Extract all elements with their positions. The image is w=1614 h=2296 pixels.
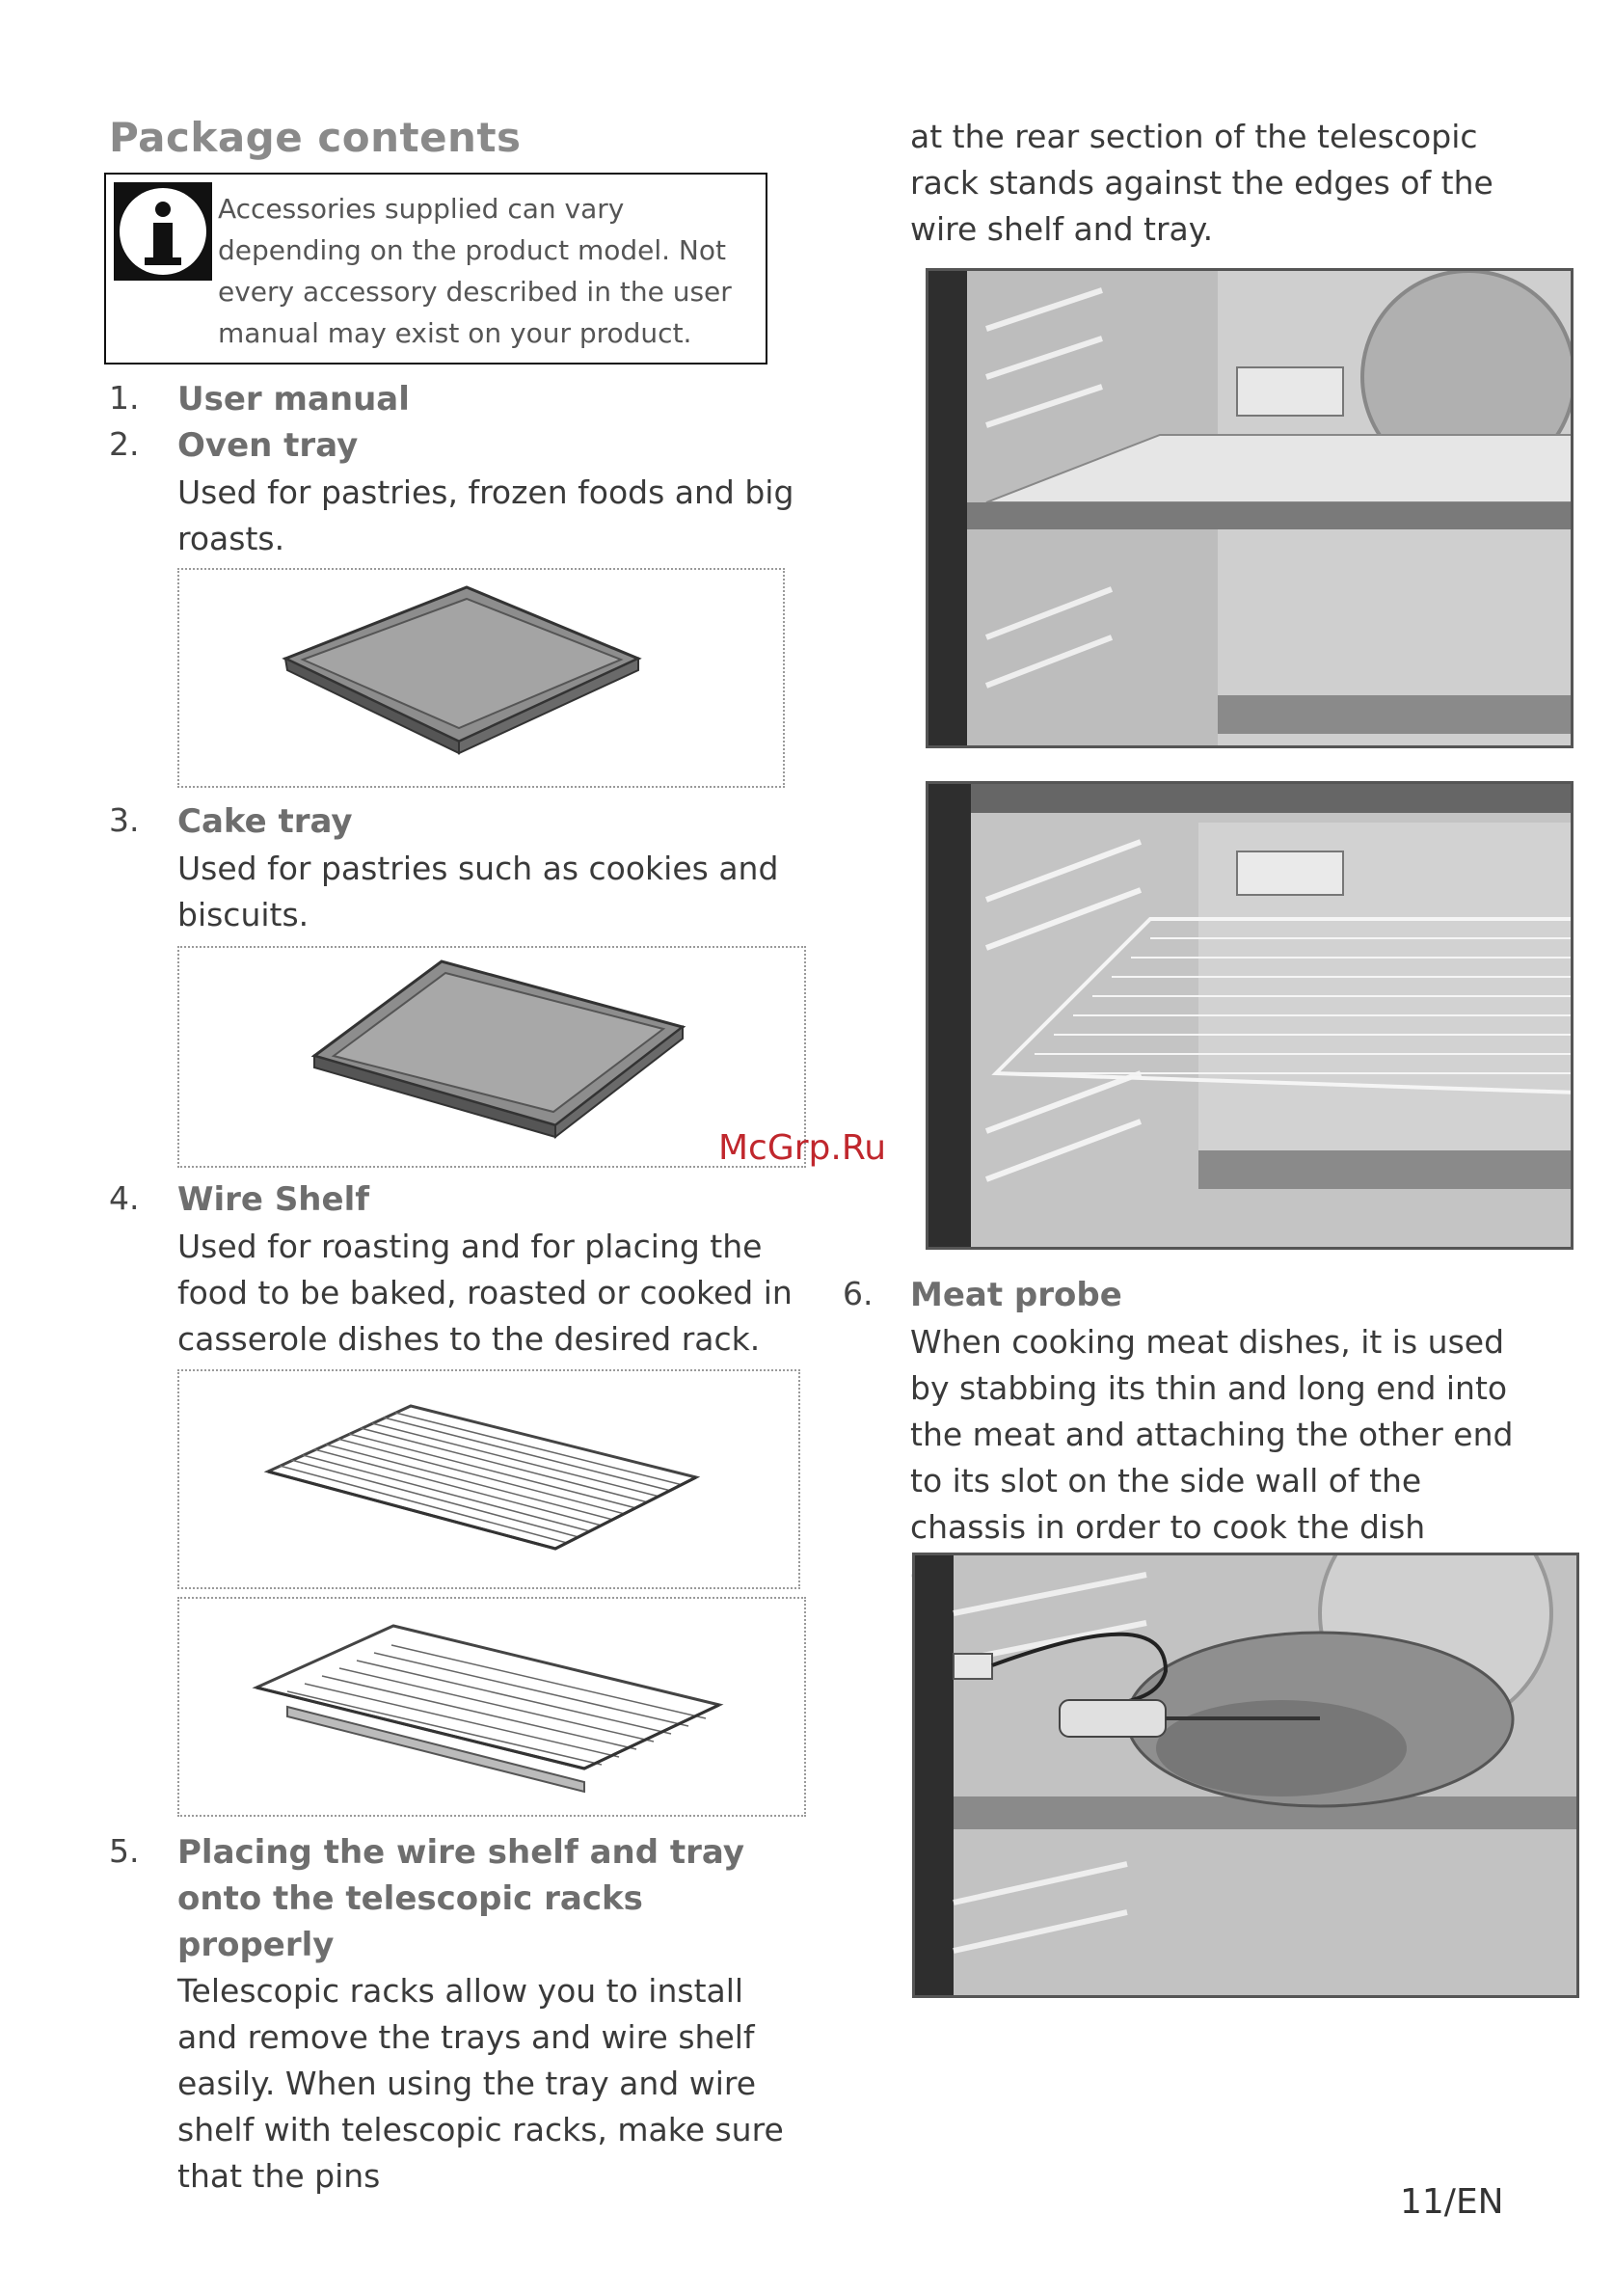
item-number: 6. <box>843 1275 874 1312</box>
continued-text: at the rear section of the telescopic ra… <box>910 118 1493 248</box>
item-text-cake-tray: Used for pastries such as cookies and bi… <box>177 850 779 933</box>
item-title-wire-shelf: Wire Shelf <box>177 1180 370 1219</box>
item-title-oven-tray: Oven tray <box>177 426 359 465</box>
item-number: 4. <box>109 1179 140 1217</box>
watermark: McGrp.Ru <box>718 1128 887 1168</box>
telescopic-rack-wire-shelf-photo <box>926 781 1574 1250</box>
info-note-text: Accessories supplied can vary depending … <box>218 193 732 349</box>
item-title-meat-probe: Meat probe <box>910 1276 1122 1314</box>
meat-probe-photo <box>912 1553 1579 1998</box>
page-number: 11/EN <box>1400 2182 1504 2222</box>
item-number: 1. <box>109 379 140 417</box>
item-title-user-manual: User manual <box>177 380 410 419</box>
wire-shelf-with-tray-illustration <box>177 1597 806 1817</box>
oven-tray-illustration <box>177 568 785 788</box>
item-text-wire-shelf: Used for roasting and for placing the fo… <box>177 1228 793 1358</box>
item-number: 3. <box>109 801 140 839</box>
page-title: Package contents <box>109 114 522 161</box>
item-text-placing-wire-shelf: Telescopic racks allow you to install an… <box>177 1972 784 2195</box>
wire-shelf-illustration <box>177 1369 800 1589</box>
item-text-oven-tray: Used for pastries, frozen foods and big … <box>177 473 794 557</box>
item-title-placing-wire-shelf: Placing the wire shelf and tray onto the… <box>177 1833 744 1964</box>
telescopic-rack-tray-photo <box>926 268 1574 748</box>
info-note-box: Accessories supplied can vary depending … <box>104 173 767 365</box>
item-number: 5. <box>109 1832 140 1870</box>
item-title-cake-tray: Cake tray <box>177 802 353 841</box>
item-number: 2. <box>109 425 140 463</box>
cake-tray-illustration <box>177 946 806 1168</box>
info-icon <box>114 182 212 281</box>
